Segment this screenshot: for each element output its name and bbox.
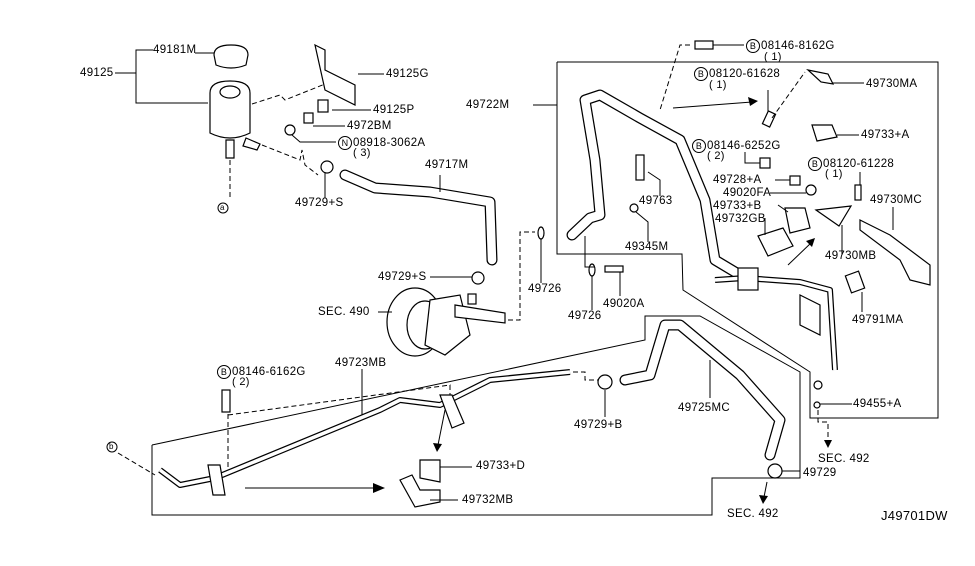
bracket-49125g: [314, 43, 356, 106]
part-label: 49728+A: [713, 174, 762, 186]
section-ref: SEC. 492: [727, 508, 779, 520]
part-label: 49020A: [603, 298, 645, 310]
bolt-marker-icon: B: [694, 67, 708, 81]
ref-a-marker: a: [220, 203, 225, 212]
quantity: ( 2): [232, 376, 250, 388]
part-label: 49726: [528, 283, 562, 295]
ref-b-marker: b: [109, 442, 114, 451]
part-label: 49730MC: [870, 194, 922, 206]
part-label: 49733+A: [861, 129, 910, 141]
bolt-marker-icon: B: [746, 39, 760, 53]
part-label: 49725MC: [678, 402, 730, 414]
part-label: 49729+S: [295, 197, 344, 209]
part-number: 08146-8162G: [761, 40, 835, 52]
section-ref: SEC. 492: [818, 453, 870, 465]
part-label: 49730MA: [866, 78, 918, 90]
bolt-marker-icon: B: [692, 139, 706, 153]
assembly-frame-upper: [556, 61, 939, 419]
quantity: ( 1): [764, 51, 782, 63]
leader-49125: [135, 49, 208, 104]
quantity: ( 3): [353, 147, 371, 159]
nut-marker-icon: N: [338, 136, 352, 150]
assembly-frame-lower: [151, 315, 801, 516]
bolt-marker-icon: B: [217, 365, 231, 379]
clamp-49733a: [811, 124, 838, 142]
quantity: ( 1): [709, 79, 727, 91]
part-label: 49125P: [373, 104, 415, 116]
part-label: 49729+B: [574, 419, 623, 431]
part-label: 49181M: [153, 44, 197, 56]
part-label: 49791MA: [852, 314, 904, 326]
part-label: 49733+B: [713, 200, 762, 212]
part-label: 49723MB: [335, 357, 387, 369]
ref-a-icon: [217, 202, 229, 214]
quantity: ( 1): [825, 168, 843, 180]
ref-b-icon: [106, 441, 118, 453]
grommet: [317, 99, 329, 113]
part-label: 49125G: [386, 68, 429, 80]
clamp-49791ma: [844, 270, 866, 294]
part-label: 49729+S: [378, 271, 427, 283]
power-steering-pump: [386, 287, 506, 357]
part-label: 49730MB: [825, 250, 877, 262]
part-label: 49726: [568, 310, 602, 322]
bolt-marker-icon: B: [808, 157, 822, 171]
clamp-49732mb: [399, 474, 441, 508]
reservoir-cap: [213, 44, 249, 69]
part-label: 49733+D: [476, 460, 526, 472]
part-label: 49722M: [466, 99, 510, 111]
part-number: 08146-6162G: [232, 366, 306, 378]
part-number: 08146-6252G: [707, 140, 781, 152]
diagram-id: J49701DW: [881, 508, 948, 523]
bolt-icon: [221, 389, 231, 413]
part-label: 49125: [80, 67, 114, 79]
part-label: 49717M: [425, 159, 469, 171]
part-number: 08120-61628: [709, 68, 781, 80]
part-label: 49729: [803, 467, 837, 479]
part-label: 49455+A: [853, 398, 902, 410]
part-label: 49020FA: [723, 187, 772, 199]
part-label: 49763: [639, 195, 673, 207]
section-ref: SEC. 490: [318, 306, 370, 318]
nut-icon: [284, 124, 296, 136]
part-label: 49732MB: [462, 494, 514, 506]
part-label: 49345M: [625, 241, 669, 253]
part-number: 08120-61228: [823, 158, 895, 170]
part-label: 4972BM: [347, 120, 392, 132]
quantity: ( 2): [707, 150, 725, 162]
part-number: 08918-3062A: [353, 137, 426, 149]
bushing-49733d: [419, 459, 441, 483]
pipe-bracket: [737, 267, 759, 291]
pressure-sensor: [635, 154, 645, 181]
part-label: 49732GB: [715, 213, 766, 225]
bolt-icon: [694, 40, 714, 50]
bracket-49730mc: [859, 219, 931, 286]
reservoir-tank: [209, 80, 251, 139]
